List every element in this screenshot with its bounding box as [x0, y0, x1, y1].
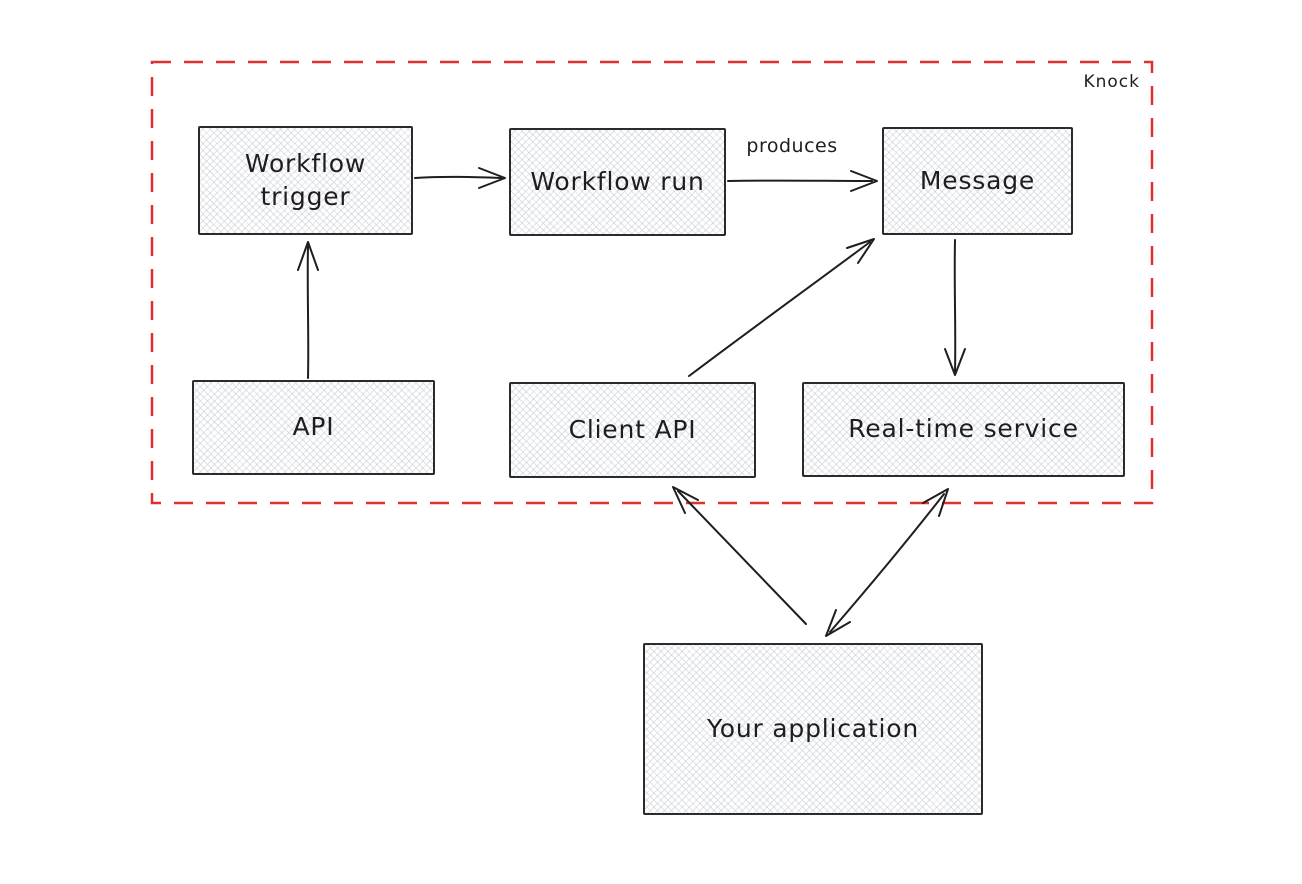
knock-boundary-label: Knock	[1083, 72, 1140, 92]
node-workflow-trigger-label: Workflow trigger	[244, 149, 367, 211]
node-client-api: Client API	[509, 382, 756, 478]
node-message-label: Message	[919, 165, 1036, 195]
edge-label-produces: produces	[746, 135, 838, 157]
arrow-run-to-message	[727, 170, 878, 192]
arrow-client-api-to-message	[688, 238, 875, 377]
arrow-realtime-your-app-bidirectional	[825, 488, 949, 637]
node-workflow-run: Workflow run	[509, 128, 726, 236]
arrow-trigger-to-run	[414, 167, 506, 189]
arrow-api-to-trigger	[297, 241, 319, 379]
arrow-message-to-realtime	[944, 239, 966, 376]
node-your-application-label: Your application	[706, 713, 920, 743]
node-client-api-label: Client API	[568, 414, 697, 444]
node-realtime-service: Real-time service	[802, 382, 1125, 477]
node-message: Message	[882, 127, 1073, 235]
arrow-your-app-to-client-api	[672, 486, 807, 625]
node-workflow-run-label: Workflow run	[530, 166, 705, 196]
node-realtime-service-label: Real-time service	[848, 414, 1079, 444]
knock-boundary	[150, 60, 1154, 505]
node-api: API	[192, 380, 435, 475]
node-workflow-trigger: Workflow trigger	[198, 126, 413, 235]
node-api-label: API	[292, 412, 335, 442]
node-your-application: Your application	[643, 643, 983, 815]
